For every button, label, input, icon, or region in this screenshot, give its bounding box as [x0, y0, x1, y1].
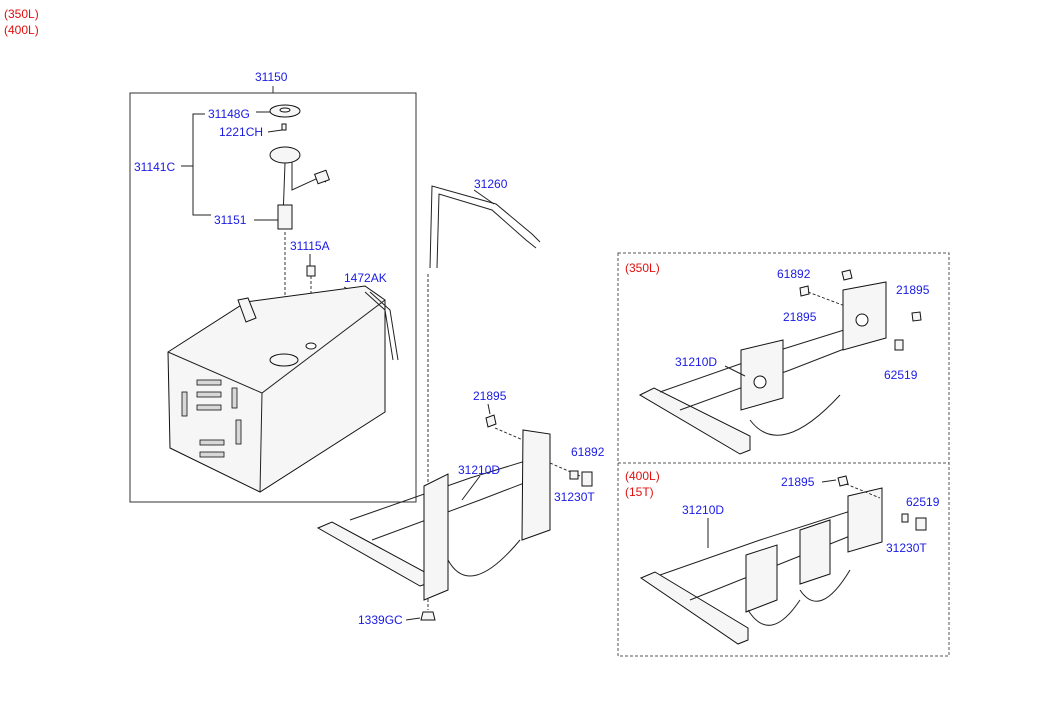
drain-boss	[305, 342, 317, 350]
bracket-350-foot	[638, 387, 751, 455]
leader-21895-main	[487, 403, 491, 415]
bolt-62519-350	[894, 339, 904, 351]
screw-shape	[281, 123, 287, 131]
assembly-line-21895-main	[494, 427, 524, 441]
label-31151[interactable]: 31151	[214, 213, 247, 227]
sender-flange	[269, 146, 301, 164]
label-31210d-400[interactable]: 31210D	[682, 503, 724, 517]
washer-31230t-main	[569, 470, 579, 480]
label-1472ak[interactable]: 1472AK	[344, 271, 387, 285]
bracket-350-rail2	[679, 341, 863, 411]
bracket-main-curve	[447, 539, 521, 577]
sender-filter	[277, 204, 293, 230]
nut-1339gc	[420, 611, 436, 621]
assembly-line-400	[845, 483, 881, 499]
bracket-400-plate	[745, 544, 778, 613]
label-21895-400[interactable]: 21895	[781, 475, 815, 489]
variant-400l-group: (400L) (15T) 21895 62519 31210D 31230T	[625, 469, 940, 645]
label-31115a[interactable]: 31115A	[290, 239, 330, 253]
bracket-400-curve1	[747, 599, 801, 626]
sender-float	[314, 169, 330, 185]
bracket-31141c	[192, 113, 211, 216]
variant-350l-group: (350L) 61892 21895 21895 31210D 62519	[625, 261, 930, 455]
label-31148g[interactable]: 31148G	[208, 107, 250, 121]
variant-box-outer	[617, 252, 950, 657]
bolt-62519-400	[915, 517, 927, 531]
bolt-61892-main	[581, 471, 593, 487]
nut-21895-main	[485, 414, 497, 428]
bracket-350-rear-hole	[855, 313, 869, 327]
label-21895-350a[interactable]: 21895	[896, 283, 930, 297]
label-31210d-350[interactable]: 31210D	[675, 355, 717, 369]
leader-1221ch	[267, 129, 283, 133]
label-21895-main[interactable]: 21895	[473, 389, 507, 403]
label-21895-350b[interactable]: 21895	[783, 310, 817, 324]
label-61892-350[interactable]: 61892	[777, 267, 811, 281]
tank-assembly-frame	[129, 86, 417, 503]
fuel-tank-body	[167, 285, 386, 493]
bolt-61892-350	[841, 269, 853, 281]
bracket-main-rail1	[349, 454, 546, 521]
label-62519-400[interactable]: 62519	[906, 495, 940, 509]
label-62519-350[interactable]: 62519	[884, 368, 918, 382]
label-1221ch[interactable]: 1221CH	[219, 125, 263, 139]
nut-21895-350b	[911, 311, 922, 322]
strap-31260	[429, 185, 541, 269]
leader-31260	[473, 189, 495, 205]
strap-31260-inner	[436, 193, 537, 269]
fuel-tank-edge-front	[259, 392, 263, 493]
bracket-main-rear-plate	[521, 429, 551, 541]
tank-cap-center	[279, 107, 291, 113]
variant-note-350l: (350L)	[4, 7, 39, 21]
nut-21895-350	[799, 285, 810, 297]
bracket-400-rear-plate	[847, 487, 883, 553]
tank-strap	[364, 291, 394, 361]
bracket-main-rail2	[371, 474, 546, 541]
label-31150[interactable]: 31150	[255, 70, 288, 84]
bracket-400-rail1	[659, 507, 861, 576]
label-31230t-main[interactable]: 31230T	[554, 490, 595, 504]
variant-350l-title: (350L)	[625, 261, 660, 275]
drain-plug-shape	[306, 265, 316, 277]
label-1339gc[interactable]: 1339GC	[358, 613, 403, 627]
tank-strap-inner	[369, 291, 399, 361]
assembly-line-350	[807, 291, 846, 307]
variant-note-400l: (400L)	[4, 23, 39, 37]
leader-1339gc	[405, 617, 421, 621]
label-31230t-400[interactable]: 31230T	[886, 541, 927, 555]
nut-21895-400	[837, 475, 849, 487]
bracket-350-plate	[740, 339, 784, 411]
variant-400l-title: (400L)	[625, 469, 660, 483]
bracket-main-foot	[316, 521, 433, 587]
leader-21895-400	[821, 479, 837, 483]
label-31260[interactable]: 31260	[474, 177, 508, 191]
label-31141c[interactable]: 31141C	[134, 160, 175, 174]
bracket-main-group: 21895 61892 31210D 31230T 1339GC	[316, 389, 605, 627]
bracket-400-mid-plate	[799, 519, 831, 585]
bracket-400-foot	[639, 571, 749, 645]
washer-31230t-400	[901, 513, 909, 523]
tank-assembly-group: 31150 31148G 1221CH 31141C 31151 31115A …	[129, 70, 417, 503]
leader-31210d-350	[724, 365, 746, 377]
bracket-400-rail2	[689, 527, 871, 601]
bracket-350-curve	[749, 394, 841, 436]
filler-neck	[237, 297, 257, 323]
bracket-350-hole	[753, 375, 767, 389]
variant-15t-title: (15T)	[625, 485, 654, 499]
sender-hole	[269, 353, 299, 367]
bracket-main-plate	[423, 473, 449, 601]
leader-31210d-main	[461, 475, 481, 501]
label-31210d-main[interactable]: 31210D	[458, 463, 500, 477]
label-61892-main[interactable]: 61892	[571, 445, 605, 459]
bracket-400-curve2	[799, 569, 851, 602]
tank-vents	[181, 379, 242, 458]
